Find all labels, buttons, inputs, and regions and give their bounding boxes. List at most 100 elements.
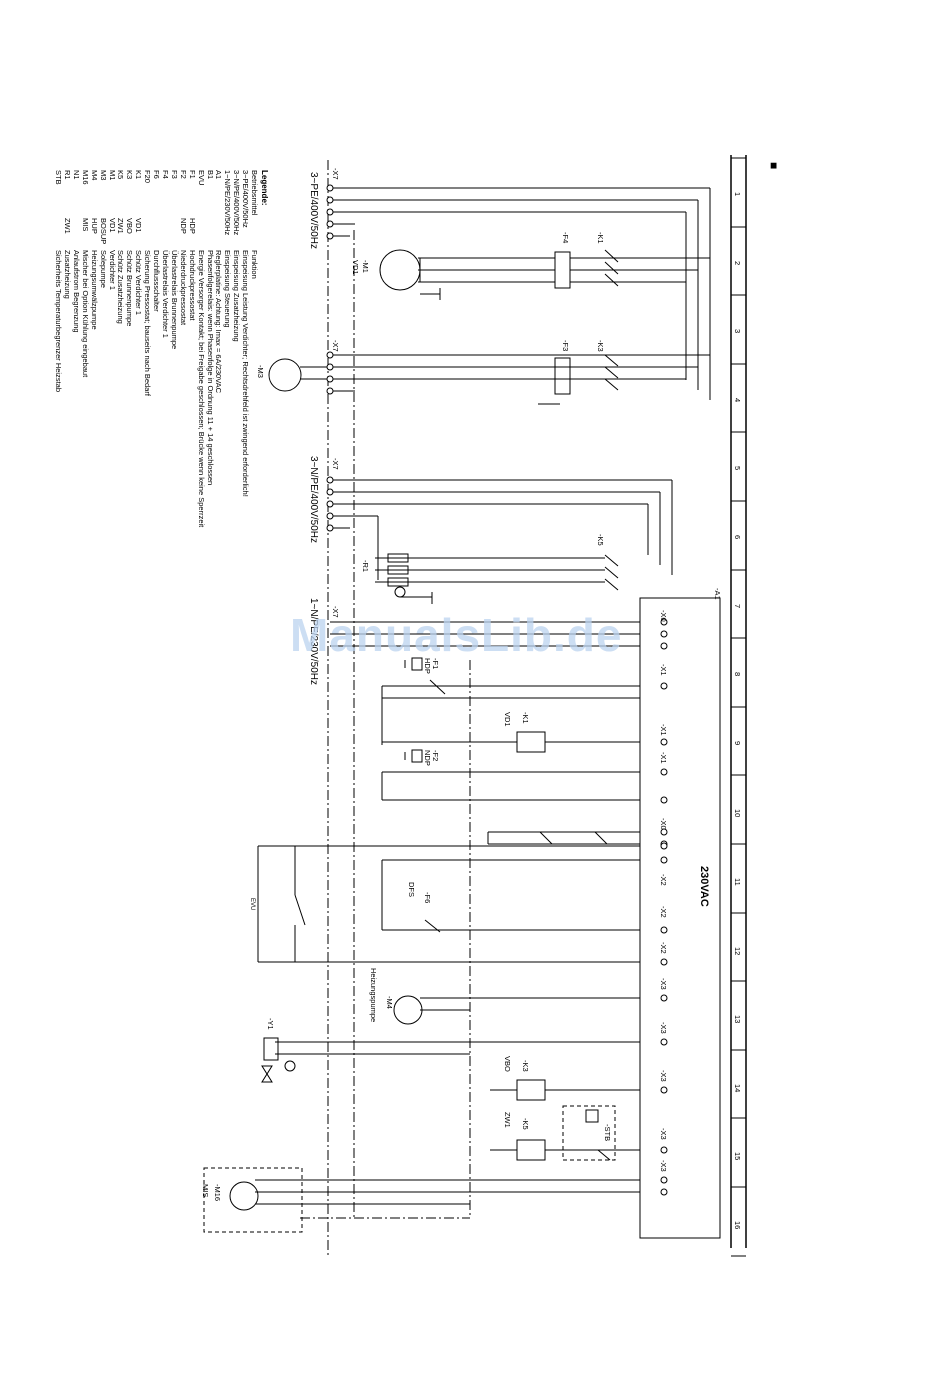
legend-code xyxy=(169,218,178,250)
label-mis: MIS xyxy=(201,1184,210,1198)
legend-code xyxy=(205,218,214,250)
legend-component: A1 xyxy=(214,170,224,180)
label-vd1-motor: VD1 xyxy=(351,260,360,275)
evu-label: EVU xyxy=(249,898,255,911)
legend-code: HDP xyxy=(187,218,197,234)
column-number: 8 xyxy=(733,672,742,677)
label-k1-coil: -K1 xyxy=(521,712,530,724)
legend-header-component: Betriebsmittel xyxy=(250,170,260,216)
terminal-controller xyxy=(660,630,668,638)
legend-component: F1 xyxy=(187,170,197,179)
label-vd1-coil: VD1 xyxy=(503,712,512,727)
terminal-controller xyxy=(660,642,668,650)
label-f3: -F3 xyxy=(561,340,570,352)
legend-component: 1~N/PE/230V/50Hz xyxy=(223,170,233,236)
label-vbo: VBO xyxy=(503,1056,512,1072)
legend-function: Heizungsumwälzpumpe xyxy=(89,250,99,330)
legend-component: STB xyxy=(54,170,64,185)
legend-component: F6 xyxy=(152,170,162,179)
legend-component: 3~N/PE/400V/50Hz xyxy=(232,170,242,236)
legend-code: ZW1 xyxy=(63,218,73,234)
legend-function: Hochdruckpressostat xyxy=(187,250,197,321)
terminal-x7 xyxy=(326,363,334,371)
terminal-controller xyxy=(660,682,668,690)
legend-code xyxy=(53,218,62,250)
supply-compressor: 3~PE/400V/50Hz xyxy=(308,172,319,249)
page-marker: ■ xyxy=(767,162,781,170)
legend-function: Niederdruckpressostat xyxy=(178,250,188,326)
legend-code xyxy=(71,218,80,250)
legend-component: M16 xyxy=(80,170,90,185)
legend-function: Überlastrelais Brunnenpumpe xyxy=(169,250,179,350)
label-stb: -STB xyxy=(603,1124,612,1142)
legend-function: Reglerplatine: Achtung: Imax = 6A/230VAC xyxy=(214,250,224,394)
terminal-controller xyxy=(660,1176,668,1184)
terminal-controller xyxy=(660,1188,668,1196)
terminal-controller xyxy=(660,1086,668,1094)
legend-component: 3~PE/400V/50Hz xyxy=(241,170,251,228)
label-zw1: ZW1 xyxy=(503,1112,512,1128)
column-number: 16 xyxy=(733,1221,742,1230)
legend-code xyxy=(240,218,249,250)
column-number: 14 xyxy=(733,1084,742,1093)
legend-function: Sicherung Pressostat; bauseits nach Beda… xyxy=(143,250,153,396)
column-number: 2 xyxy=(733,261,742,266)
legend-code xyxy=(142,218,151,250)
label-k5-coil: -K5 xyxy=(521,1118,530,1130)
legend-code xyxy=(231,218,240,250)
terminal-x7 xyxy=(326,208,334,216)
column-number: 6 xyxy=(733,535,742,540)
terminal-x7 xyxy=(326,375,334,383)
column-number: 11 xyxy=(733,878,742,886)
column-number: 9 xyxy=(733,741,742,746)
voltage-label: 230VAC xyxy=(698,866,710,907)
legend-function: Anlaufstrom Begrenzung xyxy=(71,250,81,333)
legend-component: K5 xyxy=(116,170,126,180)
terminal-x7 xyxy=(326,476,334,484)
terminal-controller xyxy=(660,828,668,836)
terminal-x7 xyxy=(326,524,334,532)
legend-component: B1 xyxy=(205,170,215,180)
legend-code: VBO xyxy=(125,218,135,234)
supply-heater: 3~N/PE/400V/50Hz xyxy=(308,456,319,543)
label-a1: -A1 xyxy=(713,588,722,600)
legend-function: Verdichter 1 xyxy=(107,250,117,291)
terminal-controller xyxy=(660,1146,668,1154)
label-x2-a: -X2 xyxy=(659,874,668,886)
terminal-controller xyxy=(660,994,668,1002)
label-k3-coil: -K3 xyxy=(521,1060,530,1072)
pump-label: Heizungspumpe xyxy=(369,968,378,1023)
legend-function: Energie Versorger Kontakt; bei Freigabe … xyxy=(196,250,206,528)
terminal-x7 xyxy=(326,184,334,192)
legend-code xyxy=(196,218,205,250)
terminal-controller xyxy=(660,618,668,626)
legend-function: Schütz Verdichter 1 xyxy=(134,250,144,316)
column-number: 1 xyxy=(733,192,742,197)
label-x2-b: -X2 xyxy=(659,906,668,918)
legend-function: Solepumpe xyxy=(98,250,108,288)
terminal-x7 xyxy=(326,500,334,508)
legend-header-code xyxy=(249,218,258,250)
column-number: 7 xyxy=(733,604,742,609)
label-x7-c: -X7 xyxy=(331,458,340,470)
column-number: 15 xyxy=(733,1152,742,1161)
label-x3-e: -X3 xyxy=(659,1160,668,1172)
column-number: 3 xyxy=(733,329,742,334)
legend-code xyxy=(160,218,169,250)
terminal-x7 xyxy=(326,220,334,228)
